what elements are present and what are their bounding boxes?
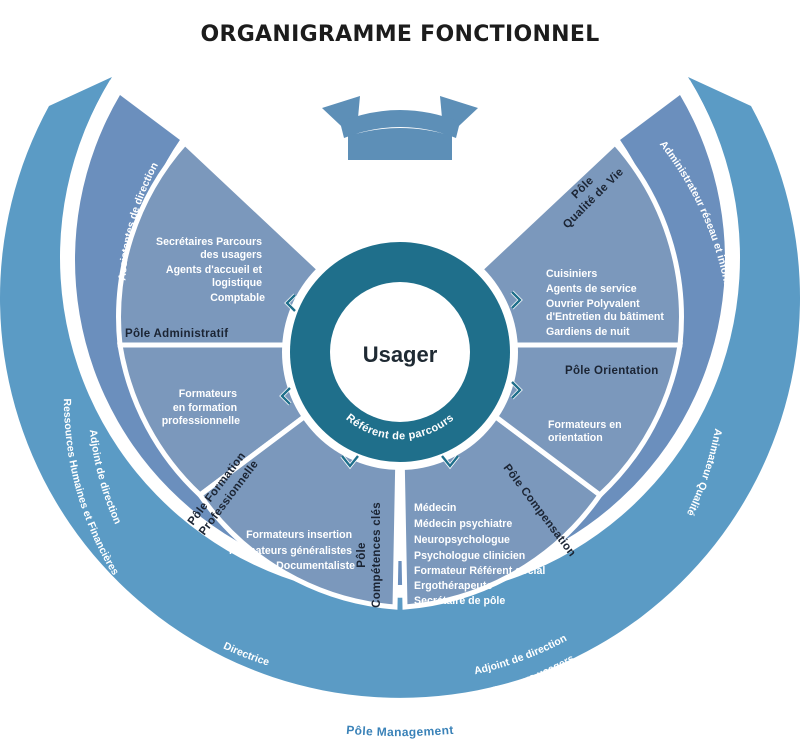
- qualite-item: d'Entretien du bâtiment: [546, 311, 664, 323]
- svg-text:Formateurs en orientatio: Formateurs en orientation: [548, 419, 625, 444]
- admin-item: des usagers: [200, 249, 262, 261]
- formation-item: professionnelle: [162, 415, 240, 427]
- formation-item: en formation: [173, 402, 237, 414]
- svg-text:Secrétaires Parcours des: Secrétaires Parcours des usagers Agents …: [156, 236, 265, 304]
- svg-text:Formateurs en formation: Formateurs en formation professionnelle: [162, 388, 240, 427]
- compensation-item: Neuropsychologue: [414, 534, 510, 546]
- chevron-right-bottom-icon: [510, 380, 523, 400]
- compensation-item: Ergothérapeute: [414, 580, 492, 592]
- chevron-left-top-icon: [284, 293, 297, 313]
- page-title: ORGANIGRAMME FONCTIONNEL: [200, 22, 600, 47]
- admin-item: logistique: [212, 277, 262, 289]
- pole-competences: Formateurs insertion Formateurs générali…: [229, 502, 383, 608]
- compensation-item: Formateur Référent social: [414, 565, 545, 577]
- pole-competences-title-1: Pôle: [356, 542, 368, 568]
- competences-item: Formateurs généralistes: [229, 545, 352, 557]
- admin-item: Secrétaires Parcours: [156, 236, 262, 248]
- svg-text:Médecin Médecin psychiat: Médecin Médecin psychiatre Neuropsycholo…: [414, 502, 548, 607]
- svg-text:Formateurs insertion For: Formateurs insertion Formateurs générali…: [229, 529, 355, 572]
- pole-management-title: Pôle Management: [346, 723, 454, 739]
- inner-band: [75, 95, 725, 585]
- qualite-item: Gardiens de nuit: [546, 326, 630, 338]
- competences-item: Formateurs insertion: [246, 529, 352, 541]
- pole-competences-title-2: Compétences clés: [371, 502, 383, 608]
- qualite-item: Ouvrier Polyvalent: [546, 298, 640, 310]
- chevron-left-bottom-icon: [279, 386, 292, 406]
- usager-label: Usager: [363, 342, 438, 367]
- qualite-item: Agents de service: [546, 283, 637, 295]
- pole-administratif: Secrétaires Parcours des usagers Agents …: [125, 236, 265, 340]
- compensation-item: Médecin: [414, 502, 456, 514]
- compensation-item: Médecin psychiatre: [414, 518, 512, 530]
- formation-item: Formateurs: [179, 388, 237, 400]
- orientation-item: orientation: [548, 432, 603, 444]
- chevron-right-top-icon: [510, 290, 523, 310]
- usager-circle[interactable]: [330, 282, 470, 422]
- pole-administratif-title: Pôle Administratif: [125, 328, 228, 340]
- compensation-item: Psychologue clinicien: [414, 550, 525, 562]
- competences-item: Documentaliste: [276, 560, 355, 572]
- pole-orientation: Pôle Orientation Formateurs en orientati…: [548, 365, 659, 444]
- qualite-item: Cuisiniers: [546, 268, 597, 280]
- orientation-item: Formateurs en: [548, 419, 622, 431]
- admin-item: Comptable: [210, 292, 265, 304]
- rotation-arrow-icon: [322, 96, 478, 160]
- svg-text:Cuisiniers Agents de ser: Cuisiniers Agents de service Ouvrier Pol…: [546, 268, 667, 338]
- chevron-bottom-right-icon: [440, 454, 460, 470]
- compensation-item: Secrétaire de pôle: [414, 595, 505, 607]
- admin-item: Agents d'accueil et: [166, 264, 263, 276]
- chevron-arrows: [279, 290, 523, 470]
- pole-orientation-title: Pôle Orientation: [565, 365, 659, 377]
- pole-management-band: [0, 77, 800, 698]
- chevron-bottom-left-icon: [340, 454, 360, 470]
